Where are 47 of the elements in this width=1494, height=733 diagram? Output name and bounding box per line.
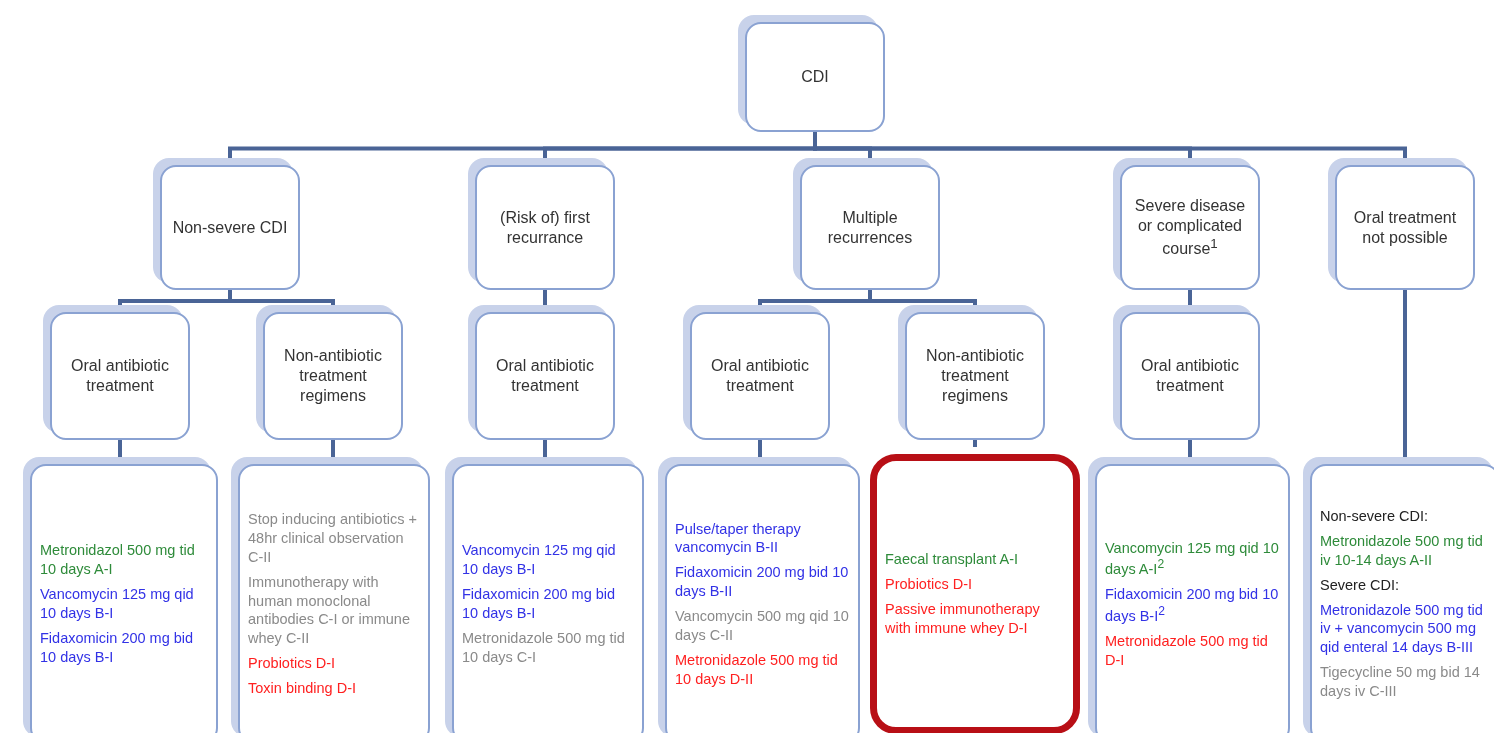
category-label: Severe disease or complicated course$^{1}$ (1133, 195, 1247, 260)
category-label: Non-antibiotic treatment regimens (283, 346, 383, 406)
treatment-text: Probiotics D-I (248, 654, 336, 673)
treatment-text: Passive immunotherapy with immune whey D-I (885, 600, 1041, 638)
treatment-text: Fidaxomicin 200 mg bid 10 days B-II (675, 563, 850, 601)
category-label: Oral antibiotic treatment (70, 356, 170, 396)
treatment-text: Fidaxomicin 200 mg bid 10 days B-I$^{2}$ (1105, 585, 1280, 626)
category-label: CDI (801, 67, 829, 87)
category-label: Oral antibiotic treatment (495, 356, 595, 396)
connector-line (1188, 290, 1192, 305)
connector-line (543, 440, 547, 457)
treatment-text: Tigecycline 50 mg bid 14 days iv C-III (1320, 663, 1481, 701)
treatment-text: Vancomycin 125 mg qid 10 days B-I (462, 541, 617, 580)
category-label: Multiple recurrences (826, 207, 914, 248)
treatment-text: Faecal transplant A-I (885, 550, 1018, 570)
treatment-text: Vancomycin 500 mg qid 10 days C-II (675, 607, 850, 645)
category-label: Non-antibiotic treatment regimens (925, 346, 1025, 406)
section-heading: Non-severe CDI: (1320, 507, 1428, 527)
treatment-text: Metronidazole 500 mg tid 10 days D-II (675, 650, 839, 689)
section-heading: Severe CDI: (1320, 575, 1399, 595)
connector-line (973, 440, 977, 447)
treatment-text: Fidaxomicin 200 mg bid 10 days B-I (462, 585, 617, 623)
connector-line (1403, 290, 1407, 457)
category-label: Oral antibiotic treatment (710, 356, 810, 396)
highlighted-treatment-box (870, 454, 1080, 733)
connector-line (331, 440, 335, 457)
treatment-text: Toxin binding D-I (248, 678, 356, 698)
treatment-text: Probiotics D-I (885, 575, 973, 594)
treatment-text: Metronidazole 500 mg tid iv 10-14 days A-II (1320, 532, 1484, 570)
treatment-text: Pulse/taper therapy vancomycin B-II (675, 519, 802, 558)
treatment-text: Vancomycin 125 mg qid 10 days B-I (40, 585, 195, 623)
treatment-text: Metronidazol 500 mg tid 10 days A-I (40, 541, 196, 580)
connector-line (758, 440, 762, 457)
connector-line (1188, 440, 1192, 457)
treatment-text: Metronidazole 500 mg tid iv + vancomycin 500 mg qid enteral 14 days B-III (1320, 600, 1484, 658)
category-label: Oral antibiotic treatment (1140, 356, 1240, 396)
connector-line (543, 290, 547, 305)
treatment-text: Immunotherapy with human monoclonal antibodies C-I or immune whey C-II (248, 572, 411, 649)
treatment-text: Fidaxomicin 200 mg bid 10 days B-I (40, 628, 195, 667)
treatment-text: Metronidazole 500 mg tid D-I (1105, 631, 1269, 670)
treatment-text: Vancomycin 125 mg qid 10 days A-I$^{2}$ (1105, 538, 1280, 580)
category-label: Oral treatment not possible (1352, 207, 1458, 248)
category-label: Non-severe CDI (172, 217, 288, 238)
treatment-text: Metronidazole 500 mg tid 10 days C-I (462, 628, 626, 667)
category-label: (Risk of) first recurrance (499, 207, 591, 248)
treatment-text: Stop inducing antibiotics + 48hr clinical observation C-II (248, 510, 418, 567)
connector-line (118, 440, 122, 457)
